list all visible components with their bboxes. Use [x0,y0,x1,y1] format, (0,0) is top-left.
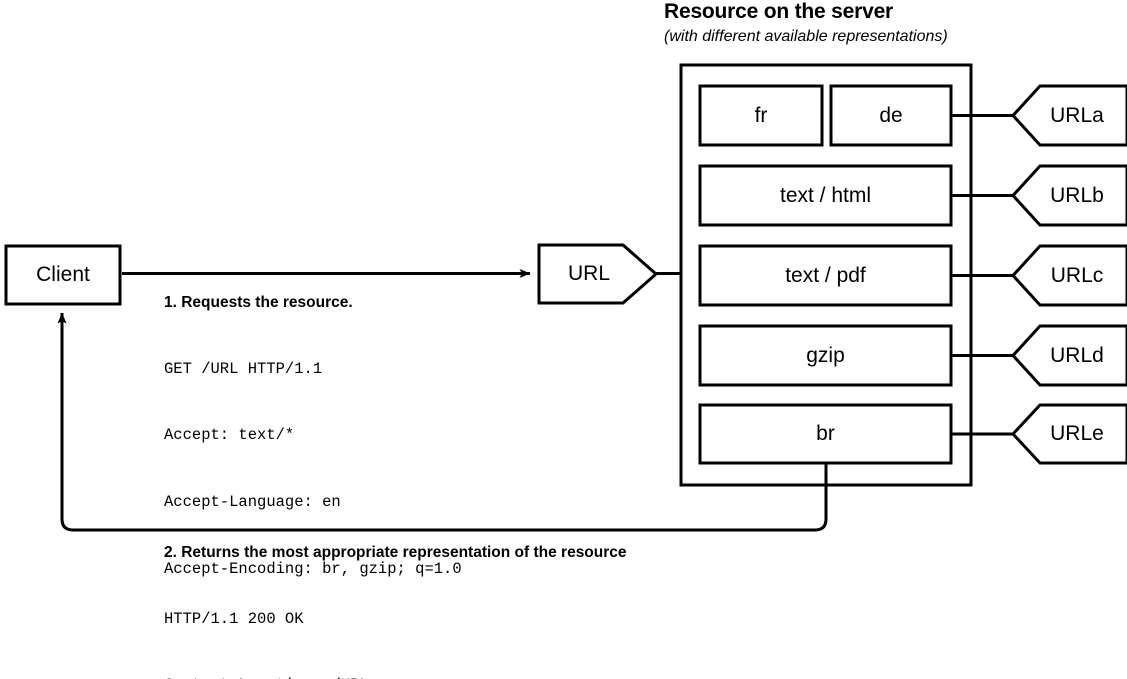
url-tag-shape-urle [1010,403,1127,465]
request-note-lines: GET /URL HTTP/1.1 Accept: text/* Accept-… [164,313,462,625]
representation-box-text-html [698,164,953,227]
url-tag-shape-urlb [1010,164,1127,227]
representation-box-gzip [698,324,953,387]
request-note-line: Accept-Encoding: br, gzip; q=1.0 [164,560,462,579]
response-note: 2. Returns the most appropriate represen… [164,544,627,679]
url-tag-shape-urlc [1010,244,1127,307]
representation-box-text-pdf [698,244,953,307]
response-note-lines: HTTP/1.1 200 OK Content-Location: /URLe … [164,563,627,679]
representation-box-fr [698,84,824,147]
response-note-line: Content-Location: /URLe [164,674,627,679]
server-title: Resource on the server [664,0,894,23]
request-note-line: Accept-Language: en [164,493,341,512]
response-note-title: 2. Returns the most appropriate represen… [164,544,627,561]
response-path [57,312,828,532]
request-note-line: GET /URL HTTP/1.1 [164,359,323,378]
url-tag-shape-urla [1010,84,1127,147]
client-box [4,244,122,306]
request-note-line: Accept: text/* [164,426,295,445]
url-tag-shape-urld [1010,324,1127,387]
request-note: 1. Requests the resource. GET /URL HTTP/… [164,294,462,625]
url-request-shape [537,243,659,305]
server-subtitle: (with different available representation… [664,28,948,45]
representation-box-br [698,403,953,465]
representation-box-de [829,84,953,147]
request-note-title: 1. Requests the resource. [164,294,353,311]
response-note-line: HTTP/1.1 200 OK [164,609,304,628]
